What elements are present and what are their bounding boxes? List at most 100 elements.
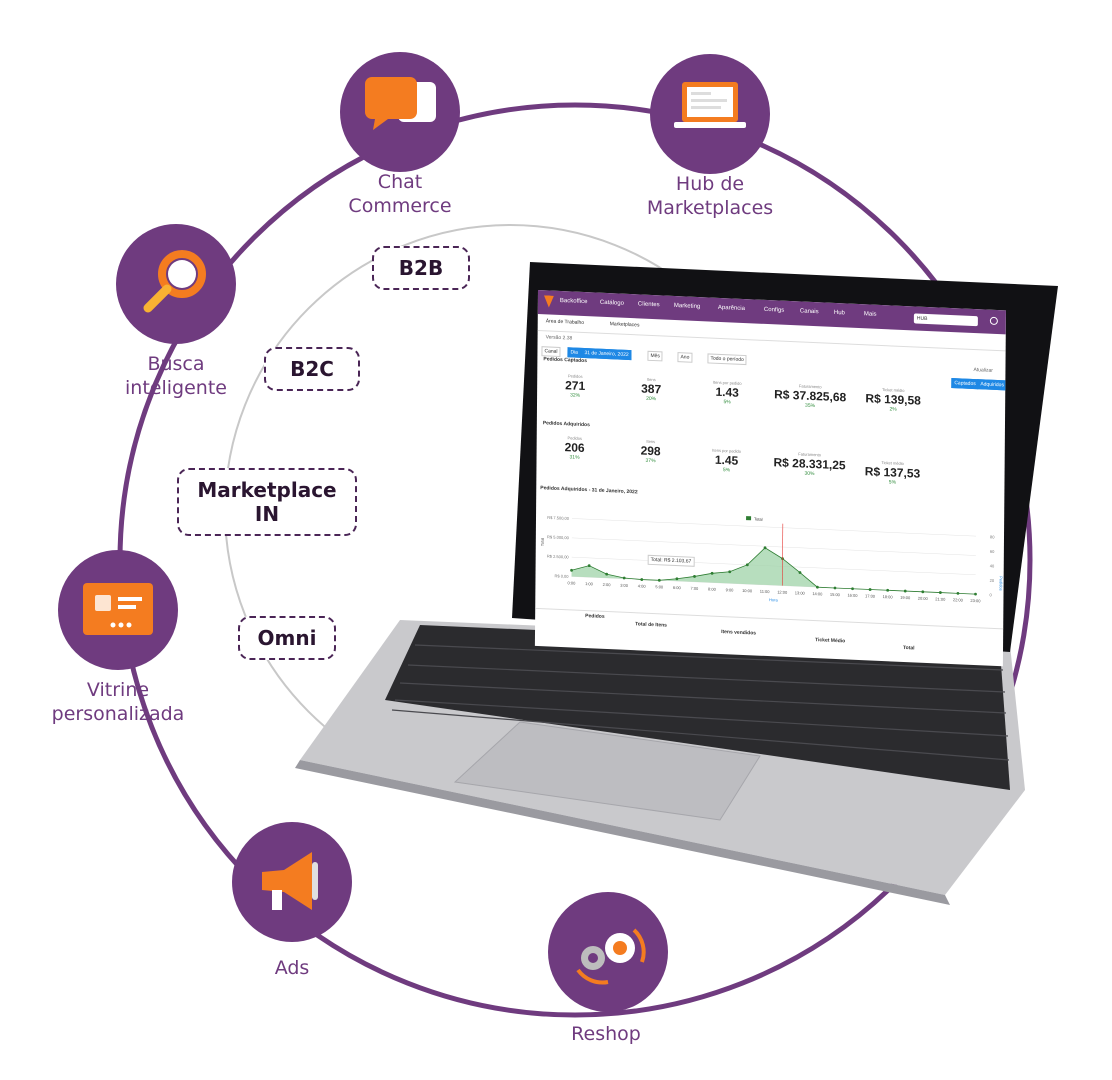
- chart-title: Pedidos Adquiridos - 31 de Janeiro, 2022: [540, 485, 638, 496]
- legend-swatch: [746, 516, 752, 521]
- toggle-adquiridos[interactable]: Adquiridos: [977, 379, 1006, 391]
- date-picker[interactable]: 31 de Janeiro, 2022: [581, 347, 632, 361]
- dia-button[interactable]: Dia: [567, 347, 582, 358]
- nav-item[interactable]: Mais: [863, 311, 877, 318]
- x-tick-label: 15:00: [830, 592, 841, 597]
- adquiridos-title: Pedidos Adquiridos: [542, 420, 590, 429]
- data-point: [710, 571, 714, 575]
- data-point: [728, 570, 732, 574]
- x-tick-label: 13:00: [795, 590, 806, 595]
- y-tick-label: R$ 7.500,00: [547, 515, 570, 521]
- nav-item[interactable]: Configs: [763, 306, 785, 314]
- table-header-cell: Itens vendidos: [721, 629, 757, 637]
- y-axis-label: Total: [540, 538, 545, 547]
- x-tick-label: 5:00: [655, 584, 664, 589]
- channel-pill-marketplace-in: Marketplace IN: [177, 468, 357, 536]
- tab-marketplaces[interactable]: Marketplaces: [609, 321, 640, 329]
- logo-icon: [544, 295, 554, 307]
- data-point: [622, 576, 626, 580]
- nav-item[interactable]: Marketing: [673, 302, 701, 311]
- x-tick-label: 18:00: [883, 594, 894, 599]
- hub-select[interactable]: HUB: [913, 313, 978, 327]
- data-point: [938, 591, 942, 594]
- search-icon[interactable]: [989, 316, 998, 326]
- data-point: [956, 591, 960, 595]
- todo-periodo-button[interactable]: Todo o período: [707, 353, 747, 366]
- x-tick-label: 21:00: [935, 596, 946, 601]
- y-tick-label: R$ 0,00: [554, 573, 569, 579]
- data-point: [833, 586, 837, 590]
- current-hour-marker: [781, 523, 784, 586]
- atualizar-button[interactable]: Atualizar: [973, 367, 993, 374]
- megaphone-icon: [232, 822, 352, 942]
- data-point: [921, 590, 925, 594]
- series-line: [571, 547, 976, 595]
- tab-area-trabalho[interactable]: Área de Trabalho: [545, 318, 585, 327]
- gears-cycle-icon: [548, 892, 668, 1012]
- table-header-cell: Ticket Médio: [815, 637, 846, 645]
- x-tick-label: 6:00: [673, 585, 682, 590]
- feature-label: Hub de: [675, 173, 745, 195]
- data-point: [851, 587, 854, 591]
- nav-item[interactable]: Hub: [833, 309, 845, 317]
- data-point: [763, 546, 767, 550]
- channel-label: B2B: [398, 256, 444, 280]
- channel-label: B2C: [290, 357, 334, 381]
- magnifier-icon: [116, 224, 236, 344]
- feature-label: Marketplaces: [646, 197, 774, 219]
- y-tick-label: R$ 2.500,00: [547, 554, 570, 560]
- channel-label: IN: [254, 502, 280, 526]
- x-tick-label: 3:00: [620, 583, 629, 588]
- feature-label: Reshop: [571, 1023, 641, 1045]
- data-point: [675, 577, 679, 581]
- feature-label: Busca: [147, 353, 205, 375]
- chart-tooltip: Total: R$ 2.103,67: [647, 554, 695, 567]
- channel-label: Marketplace: [197, 478, 337, 502]
- y2-tick-label: 60: [990, 549, 995, 554]
- x-tick-label: 20:00: [918, 596, 929, 601]
- data-point: [640, 578, 644, 581]
- data-point: [605, 572, 609, 576]
- data-point: [587, 564, 591, 568]
- x-tick-label: 19:00: [900, 595, 911, 600]
- chat-bubbles-icon: [340, 52, 460, 172]
- x-axis-label: Hora: [769, 597, 778, 602]
- y-tick-label: R$ 5.000,00: [547, 534, 570, 540]
- mes-select[interactable]: Mês: [647, 350, 663, 362]
- channel-label: Omni: [257, 626, 317, 650]
- data-point: [886, 588, 890, 592]
- nav-item[interactable]: Clientes: [637, 301, 660, 309]
- data-point: [693, 575, 696, 578]
- data-point: [816, 585, 819, 589]
- nav-item[interactable]: Canais: [799, 308, 819, 316]
- data-point: [974, 592, 977, 596]
- ano-select[interactable]: Ano: [677, 352, 693, 363]
- nav-item[interactable]: Catálogo: [599, 299, 624, 307]
- feature-label: Vitrine: [86, 679, 150, 701]
- x-tick-label: 23:00: [970, 598, 981, 603]
- y2-axis-label: Pedidos: [999, 576, 1004, 591]
- data-point: [798, 571, 802, 574]
- nav-item[interactable]: Backoffice: [559, 297, 588, 306]
- series-area: [571, 547, 976, 595]
- nav-item[interactable]: Aparência: [717, 304, 745, 313]
- version-label: Versão 2.38: [545, 334, 573, 342]
- y2-tick-label: 40: [990, 563, 995, 568]
- toggle-captados[interactable]: Captados: [951, 378, 979, 390]
- feature-label: personalizada: [51, 703, 185, 725]
- x-tick-label: 22:00: [953, 597, 964, 602]
- x-tick-label: 16:00: [847, 593, 858, 598]
- y2-tick-label: 0: [989, 592, 992, 597]
- data-point: [570, 568, 573, 572]
- x-tick-label: 12:00: [777, 589, 788, 594]
- legend-label: Total: [754, 516, 763, 521]
- y2-tick-label: 80: [990, 534, 995, 539]
- x-tick-label: 4:00: [638, 583, 647, 588]
